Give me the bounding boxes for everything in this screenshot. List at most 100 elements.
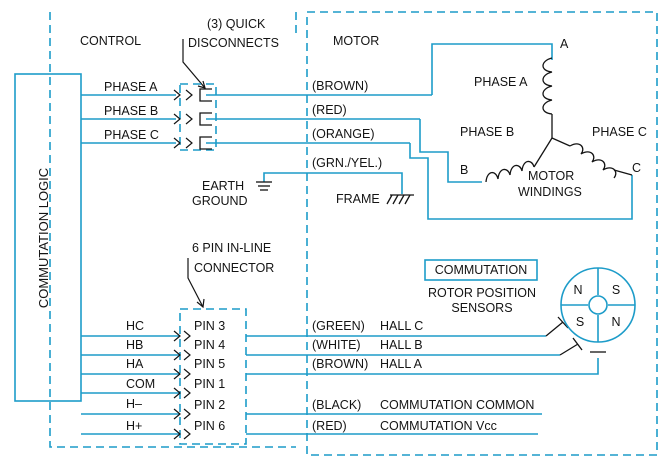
commutation-common-function: COMMUTATION COMMON xyxy=(380,398,534,412)
commutation-logic-label: COMMUTATION LOGIC xyxy=(36,168,51,308)
frame-label: FRAME xyxy=(336,192,380,206)
pin-5-arrow-1 xyxy=(173,368,181,380)
phase-a-coil xyxy=(542,57,553,115)
phase-c-wire-color: (ORANGE) xyxy=(312,127,375,141)
rotor-position-label-line2: SENSORS xyxy=(451,301,512,315)
pin-1-arrow-2 xyxy=(183,387,191,399)
connector-label-line1: 6 PIN IN-LINE xyxy=(192,241,271,255)
commutation-common-wire-color: (BLACK) xyxy=(312,398,361,412)
hall-b-wire-color: (WHITE) xyxy=(312,338,361,352)
connector-box xyxy=(179,308,247,445)
commutation-vcc-wire-color: (RED) xyxy=(312,419,347,433)
frame-ground-symbol-hatch xyxy=(386,194,411,205)
phase-c-route xyxy=(409,143,633,220)
ground-wire xyxy=(263,172,403,194)
hall-c-wire-color: (GREEN) xyxy=(312,319,365,333)
control-section-boundary xyxy=(49,12,296,448)
rotor-position-label-line1: ROTOR POSITION xyxy=(428,286,536,300)
pin-4-arrow-1 xyxy=(173,349,181,361)
hall-c-sensor-lead xyxy=(545,321,564,337)
hall-c-sensor-plate xyxy=(557,316,569,329)
phase-b-wire-color: (RED) xyxy=(312,103,347,117)
pin-5-label: PIN 5 xyxy=(194,357,225,371)
hall-c-function: HALL C xyxy=(380,319,423,333)
commutation-box xyxy=(424,259,538,281)
phase-a-disconnect-male-2 xyxy=(185,89,193,101)
hall-b-function: HALL B xyxy=(380,338,423,352)
phase-b-route xyxy=(419,119,482,183)
motor-section-boundary xyxy=(306,11,658,456)
quick-disconnects-label-line1: (3) QUICK xyxy=(207,17,266,31)
signal-com-label: COM xyxy=(126,377,155,391)
phase-a-winding-label: PHASE A xyxy=(474,75,528,89)
pin-2-label: PIN 2 xyxy=(194,398,225,412)
pin-5-arrow-2 xyxy=(183,368,191,380)
phase-b-winding-label: PHASE B xyxy=(460,125,514,139)
rotor-pole-bottom-left: S xyxy=(576,315,584,329)
signal-hc-label: HC xyxy=(126,319,144,333)
pin-6-arrow-1 xyxy=(173,428,181,440)
hall-a-motor-wire xyxy=(246,358,599,375)
phase-c-disconnect-male-2 xyxy=(185,137,193,149)
phase-c-coil-lead xyxy=(551,137,571,147)
pin-6-arrow-2 xyxy=(183,428,191,440)
hall-a-wire-color: (BROWN) xyxy=(312,357,368,371)
phase-c-disconnect-female xyxy=(199,136,212,150)
earth-ground-label-line2: GROUND xyxy=(192,194,248,208)
rotor-pole-top-right: S xyxy=(612,283,620,297)
earth-ground-label-line1: EARTH xyxy=(202,179,244,193)
pin-6-label: PIN 6 xyxy=(194,419,225,433)
phase-b-coil xyxy=(485,160,535,183)
pin-1-label: PIN 1 xyxy=(194,377,225,391)
pin-1-arrow-1 xyxy=(173,387,181,399)
quick-disconnects-leader xyxy=(182,39,206,89)
motor-label: MOTOR xyxy=(333,34,379,48)
pin-3-arrow-1 xyxy=(173,330,181,342)
quick-disconnects-box xyxy=(179,83,217,151)
signal-h-minus-label: H– xyxy=(126,397,142,411)
signal-hb-label: HB xyxy=(126,338,143,352)
terminal-b-label: B xyxy=(460,163,468,177)
phase-a-label: PHASE A xyxy=(104,80,158,94)
commutation-logic-box xyxy=(14,73,82,402)
phase-b-disconnect-male-2 xyxy=(185,113,193,125)
hall-b-sensor-plate xyxy=(572,337,583,351)
commutation-vcc-function: COMMUTATION Vcc xyxy=(380,419,497,433)
connector-label-line2: CONNECTOR xyxy=(194,261,274,275)
phase-c-coil xyxy=(569,143,617,179)
phase-a-disconnect-male xyxy=(173,89,181,101)
phase-b-disconnect-female xyxy=(199,112,212,126)
pin-3-arrow-2 xyxy=(183,330,191,342)
phase-b-coil-lead xyxy=(533,137,553,168)
pin-2-arrow-2 xyxy=(183,408,191,420)
ground-wire-color: (GRN./YEL.) xyxy=(312,156,382,170)
connector-arrowhead xyxy=(196,298,205,309)
phase-c-label: PHASE C xyxy=(104,128,159,142)
phase-c-coil-terminal xyxy=(613,169,633,176)
quick-disconnects-arrowhead xyxy=(197,80,206,89)
pin-4-label: PIN 4 xyxy=(194,338,225,352)
phase-a-route xyxy=(431,43,553,95)
hall-b-sensor-lead xyxy=(559,343,579,356)
control-label: CONTROL xyxy=(80,34,141,48)
phase-c-winding-label: PHASE C xyxy=(592,125,647,139)
rotor-pole-bottom-right: N xyxy=(611,315,620,329)
motor-windings-label-line2: WINDINGS xyxy=(518,185,582,199)
phase-a-disconnect-female xyxy=(199,88,212,102)
terminal-a-label: A xyxy=(560,37,569,51)
connector-leader xyxy=(187,258,204,308)
signal-ha-label: HA xyxy=(126,357,144,371)
phase-b-disconnect-male xyxy=(173,113,181,125)
phase-a-wire-color: (BROWN) xyxy=(312,79,368,93)
phase-b-label: PHASE B xyxy=(104,104,158,118)
motor-windings-label-line1: MOTOR xyxy=(528,169,574,183)
terminal-c-label: C xyxy=(632,161,641,175)
quick-disconnects-label-line2: DISCONNECTS xyxy=(188,36,279,50)
signal-h-plus-label: H+ xyxy=(126,419,142,433)
rotor-pole-top-left: N xyxy=(573,283,582,297)
pin-4-arrow-2 xyxy=(183,349,191,361)
pin-3-label: PIN 3 xyxy=(194,319,225,333)
pin-2-arrow-1 xyxy=(173,408,181,420)
